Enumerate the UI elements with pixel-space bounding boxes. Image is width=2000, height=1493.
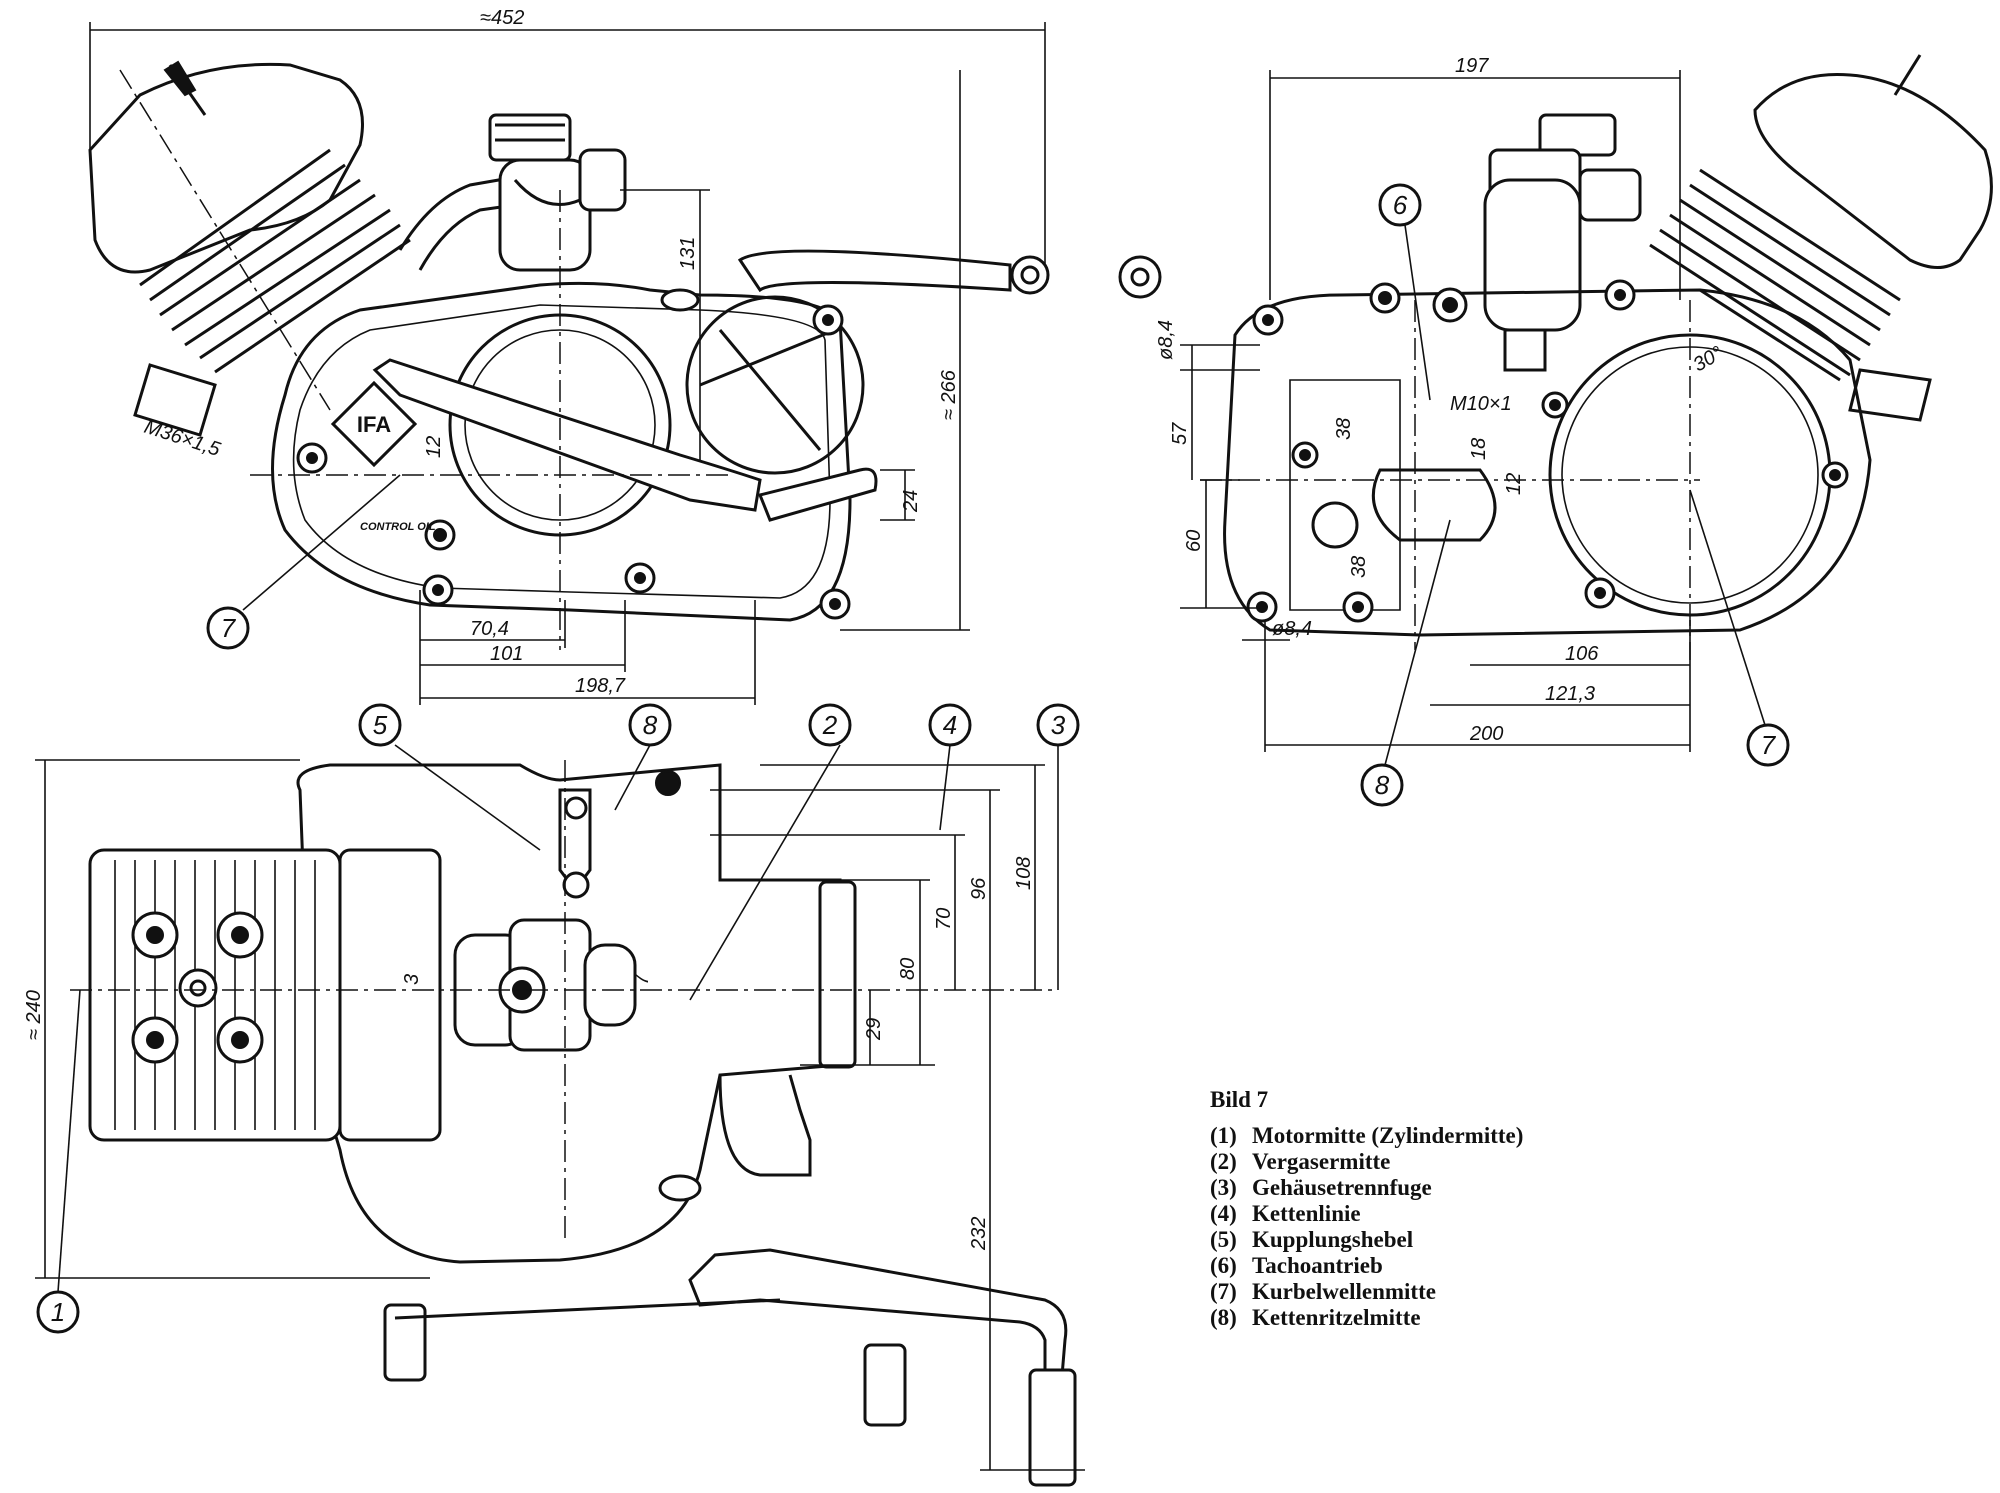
legend-item: (6)Tachoantrieb [1210,1253,1383,1278]
dim-240: ≈ 240 [23,990,45,1040]
legend-item: (7)Kurbelwellenmitte [1210,1279,1436,1304]
dim-108: 108 [1013,857,1035,890]
dim-m10: M10×1 [1450,393,1512,415]
dim-197: 197 [1455,55,1489,77]
dim-3: 3 [401,974,423,985]
head-fins-top [114,860,316,1130]
svg-text:2: 2 [822,710,838,740]
callout-6 [1378,183,1422,227]
callout-5 [358,703,402,747]
dim-131: 131 [677,237,699,270]
dim-18: 18 [1468,438,1490,460]
callout-4 [928,703,972,747]
callout-8-top [628,703,672,747]
dim-29: 29 [863,1018,885,1041]
dim-38a: 38 [1333,418,1355,440]
control-oil-label: CONTROL OIL [360,521,436,533]
legend-item: (3)Gehäusetrennfuge [1210,1175,1432,1200]
cylinder-fins [139,148,411,374]
dim-height-266: ≈ 266 [938,369,960,420]
exhaust-flange [133,363,217,437]
svg-text:6: 6 [1393,190,1408,220]
dim-dia-8-4-top: ø8,4 [1155,320,1177,360]
svg-text:7: 7 [1761,730,1777,760]
legend: Bild 7 (1)Motormitte (Zylindermitte) (2)… [1210,1087,1523,1331]
dim-12a: 12 [423,436,445,458]
dim-7: 7 [631,973,653,985]
dim-38b: 38 [1348,556,1370,578]
dim-200: 200 [1469,723,1503,745]
dim-57: 57 [1169,422,1191,445]
carburetor-top [453,918,637,1052]
cylinder-fins-right [1649,168,1901,382]
svg-text:4: 4 [943,710,957,740]
dim-232: 232 [968,1217,990,1251]
cylinder-head-cover [88,62,364,274]
callout-7-right [1746,723,1790,767]
legend-item: (4)Kettenlinie [1210,1201,1361,1226]
svg-text:8: 8 [1375,770,1390,800]
svg-text:8: 8 [643,710,658,740]
kickstart-lever [372,358,762,512]
svg-text:5: 5 [373,710,388,740]
legend-item: (8)Kettenritzelmitte [1210,1305,1421,1330]
callout-8-right [1360,763,1404,807]
right-side-view: 197 [1118,54,1993,807]
dim-101: 101 [490,643,523,665]
svg-text:3: 3 [1051,710,1066,740]
carburetor-left [488,113,627,272]
crankcase-top [296,763,842,1264]
legend-item: (1)Motormitte (Zylindermitte) [1210,1123,1524,1148]
svg-text:7: 7 [221,613,237,643]
dim-96: 96 [968,877,990,900]
dim-overall-length: ≈452 [480,7,524,29]
dim-70: 70 [933,908,955,930]
crankcase-left [271,281,852,622]
dim-60: 60 [1183,530,1205,552]
callout-1 [36,1290,80,1334]
dim-12b: 12 [1503,473,1525,495]
dim-70-4: 70,4 [470,618,509,640]
legend-title: Bild 7 [1210,1087,1269,1112]
callout-7-left [206,606,250,650]
dim-dia-8-4-bottom: ø8,4 [1272,618,1312,640]
top-view: ≈ 240 [23,703,1085,1487]
dim-121-3: 121,3 [1545,683,1595,705]
dim-80: 80 [897,958,919,980]
head-bolts-top [131,911,264,1064]
clutch-cover [685,295,865,475]
dim-24: 24 [900,490,922,513]
crankcase-right [1223,288,1872,637]
dim-106: 106 [1565,643,1599,665]
legend-item: (5)Kupplungshebel [1210,1227,1414,1252]
ifa-logo: IFA [330,380,418,468]
svg-text:1: 1 [51,1297,65,1327]
carburetor-right [1483,113,1642,372]
cylinder-head-cover-right [1753,72,1993,269]
mounting-bolts-left [296,255,1050,620]
legend-item: (2)Vergasermitte [1210,1149,1391,1174]
left-side-view: ≈452 M36×1,5 [88,7,1050,705]
callout-3 [1036,703,1080,747]
dim-198-7: 198,7 [575,675,626,697]
svg-text:IFA: IFA [357,412,391,437]
mounting-bolts-right [1118,255,1849,623]
callout-2 [808,703,852,747]
